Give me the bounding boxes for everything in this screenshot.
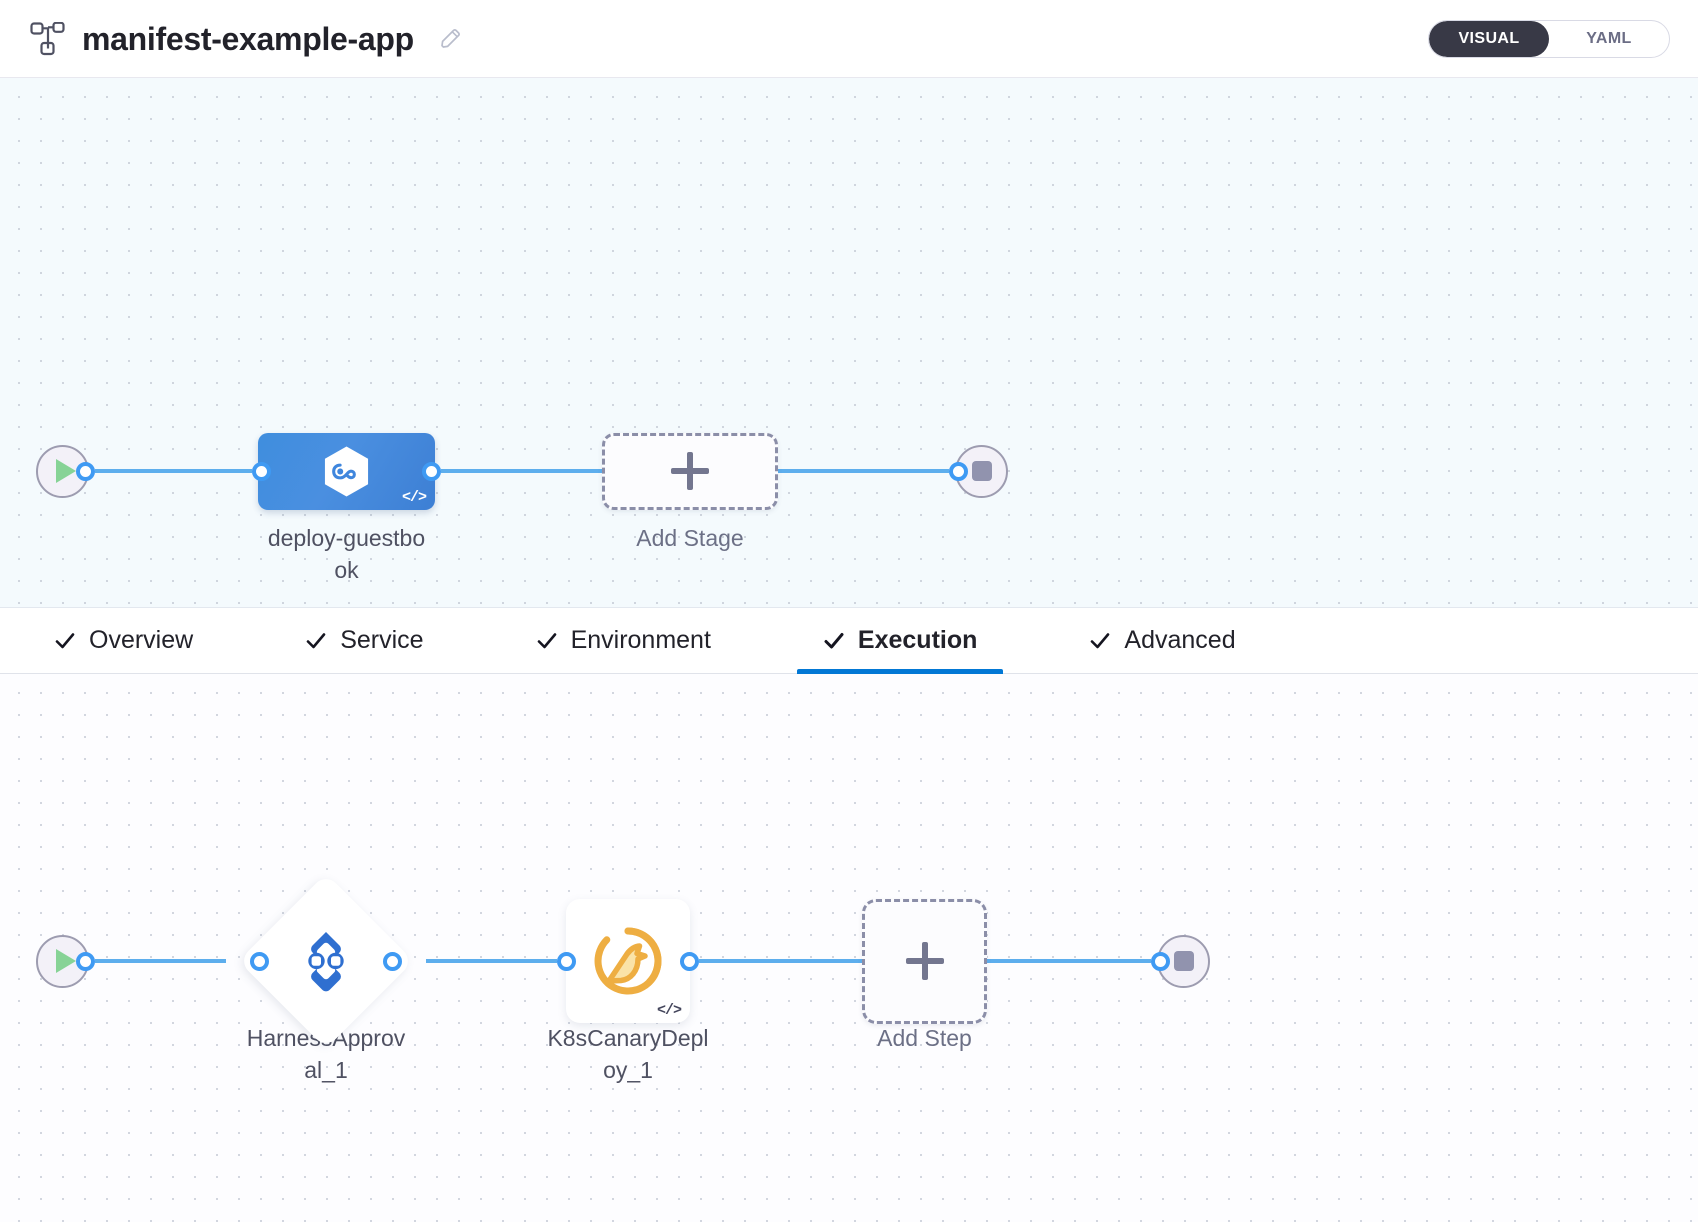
approval-output-port[interactable]: [383, 951, 402, 971]
check-icon: [306, 632, 326, 648]
stage-code-badge: </>: [401, 488, 427, 506]
header-right: VISUAL YAML: [1428, 19, 1670, 58]
execution-start-port[interactable]: [76, 951, 95, 971]
edge-approval-to-canary: [426, 959, 557, 963]
stage-graph-canvas[interactable]: </> deploy-guestbook Add Stage: [0, 78, 1698, 608]
edge-start-to-stage: [95, 469, 252, 473]
plus-icon: [905, 942, 944, 980]
step-node-k8s-canary-wrap: </> K8sCanaryDeploy_1: [547, 899, 709, 1083]
stage-node-label: deploy-guestbook: [267, 525, 426, 583]
page-title: manifest-example-app: [82, 20, 414, 57]
start-port[interactable]: [76, 461, 95, 481]
edge-stage-to-addstage: [441, 469, 602, 473]
stage-node-deploy-guestbook[interactable]: </>: [258, 432, 435, 510]
tab-service-label: Service: [340, 626, 424, 654]
add-step-label: Add Step: [877, 1025, 972, 1051]
canary-output-port[interactable]: [680, 951, 699, 971]
step-code-badge: </>: [656, 1002, 682, 1019]
add-stage-button[interactable]: [602, 432, 778, 510]
edge-canary-to-addstep: [699, 959, 862, 963]
plus-icon: [671, 452, 709, 490]
canary-input-port[interactable]: [557, 951, 576, 971]
stage-node-deploy-guestbook-wrap: </> deploy-guestbook: [252, 432, 441, 583]
canary-bird-icon: [594, 927, 662, 995]
check-icon: [537, 632, 556, 648]
harness-hexagon-icon: [324, 446, 369, 496]
view-mode-toggle[interactable]: VISUAL YAML: [1428, 19, 1670, 58]
tab-advanced-label: Advanced: [1124, 626, 1236, 654]
approval-input-port[interactable]: [250, 951, 269, 971]
tab-overview-label: Overview: [89, 626, 194, 654]
add-stage-wrap: Add Stage: [602, 432, 778, 551]
mode-option-visual[interactable]: VISUAL: [1429, 20, 1549, 57]
stage-config-tabs[interactable]: Overview Service Environment Execution A…: [0, 608, 1698, 674]
add-step-button[interactable]: [862, 898, 987, 1024]
edge-start-to-approval: [95, 959, 226, 963]
play-icon: [55, 949, 76, 973]
page-header: manifest-example-app VISUAL YAML: [0, 0, 1698, 78]
execution-end-port[interactable]: [1151, 951, 1170, 971]
step-node-harness-approval[interactable]: [238, 873, 414, 1049]
header-left: manifest-example-app: [30, 20, 462, 57]
step-node-harness-approval-wrap: HarnessApproval_1: [226, 873, 426, 1083]
tab-execution-label: Execution: [857, 626, 978, 654]
edge-addstage-to-end: [778, 469, 949, 473]
add-step-wrap: Add Step: [862, 898, 987, 1051]
stage-input-port[interactable]: [252, 461, 271, 481]
step-node-k8s-canary-deploy[interactable]: </>: [566, 899, 690, 1023]
edge-addstep-to-end: [987, 959, 1151, 963]
play-icon: [55, 459, 76, 483]
execution-graph-canvas[interactable]: HarnessApproval_1 </> K8sCanaryDeploy_1: [0, 674, 1698, 1222]
end-port[interactable]: [949, 461, 968, 481]
tab-environment-label: Environment: [570, 626, 711, 654]
pipeline-nodes-icon: [30, 21, 65, 55]
mode-option-yaml[interactable]: YAML: [1586, 29, 1632, 47]
check-icon: [824, 632, 844, 648]
add-stage-label: Add Stage: [636, 525, 744, 551]
pencil-edit-icon[interactable]: [438, 27, 462, 51]
check-icon: [1091, 632, 1110, 648]
tab-service[interactable]: Service: [279, 608, 449, 673]
step-node-k8s-canary-label: K8sCanaryDeploy_1: [547, 1025, 709, 1083]
tab-environment[interactable]: Environment: [510, 608, 737, 673]
tab-execution[interactable]: Execution: [796, 608, 1004, 674]
tab-overview[interactable]: Overview: [28, 608, 219, 673]
harness-approval-icon: [308, 932, 344, 992]
stop-icon: [971, 461, 992, 481]
check-icon: [55, 632, 75, 648]
stage-output-port[interactable]: [422, 461, 441, 481]
stop-icon: [1173, 951, 1194, 971]
tab-advanced[interactable]: Advanced: [1063, 608, 1261, 673]
